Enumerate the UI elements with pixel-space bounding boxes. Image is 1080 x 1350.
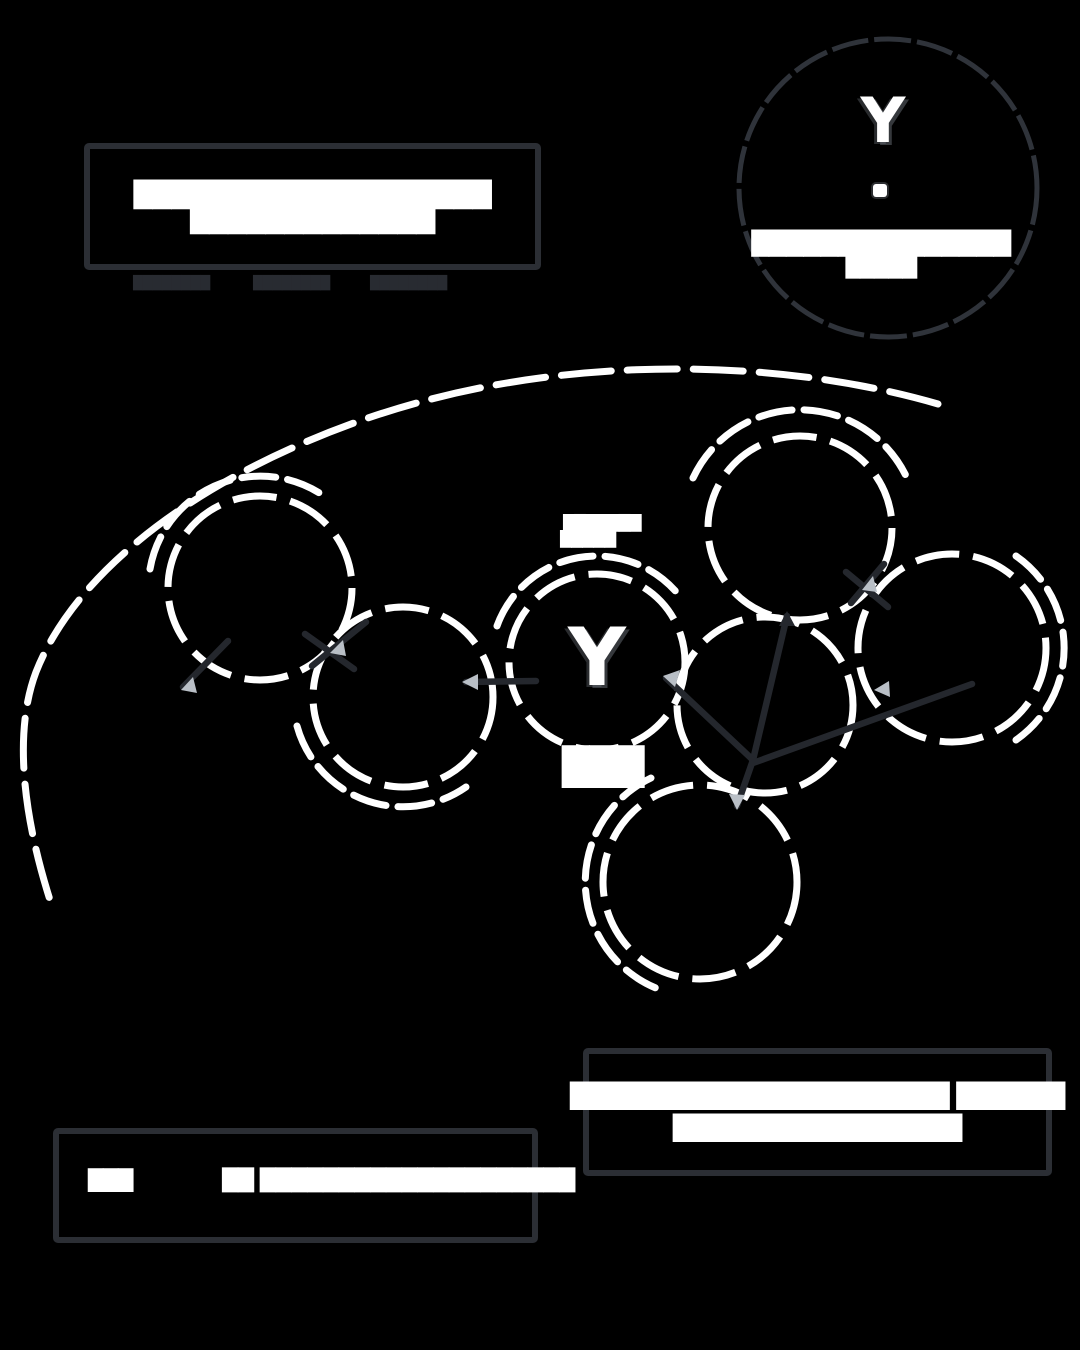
arrow-junction-left-b bbox=[301, 630, 358, 673]
cell-circle-bottom bbox=[599, 781, 801, 983]
arrow-hub-left bbox=[662, 674, 757, 764]
bubble-caption-line-1: ███████████████ bbox=[751, 231, 1011, 257]
cell-circle-right bbox=[854, 550, 1050, 746]
bubble-caption: ███████████████ █████ bbox=[731, 233, 1031, 278]
arrowhead-junction-left bbox=[330, 640, 346, 656]
arrowhead-hub-left bbox=[663, 670, 680, 687]
center-mini-label-line-2: █████ bbox=[560, 530, 616, 548]
center-circle-label: ███ bbox=[562, 747, 644, 788]
halo-arc-top-left bbox=[146, 472, 328, 573]
title-line-1: ███████████████████ bbox=[133, 179, 492, 209]
cell-circle-lower-left bbox=[309, 603, 497, 791]
arrowhead-outer-left bbox=[181, 677, 197, 693]
arrowhead-junction-topright bbox=[862, 576, 877, 592]
arrow-hub-up bbox=[749, 612, 791, 764]
square-dot-icon bbox=[873, 184, 887, 197]
caption-line-2: ████████████████ bbox=[673, 1114, 962, 1142]
title-box: ███████████████████ █████████████ bbox=[84, 143, 541, 270]
center-mini-label-line-1: ███████ bbox=[563, 514, 641, 532]
halo-arc-top-right bbox=[689, 406, 911, 482]
outer-boundary-arc bbox=[19, 365, 942, 904]
legend-prefix: ███ bbox=[88, 1168, 133, 1192]
subtitle-item-1: ████████ bbox=[133, 276, 210, 291]
arrowhead-hub-down bbox=[729, 794, 745, 810]
arrow-hub-right bbox=[749, 680, 976, 767]
halo-arc-bottom bbox=[581, 774, 665, 994]
caption-line-1: █████████████████████ ██████ bbox=[570, 1082, 1065, 1110]
antibody-y-icon-center: Y bbox=[568, 611, 626, 704]
antibody-y-icon-bubble: Y bbox=[860, 84, 906, 157]
halo-arc-right bbox=[1012, 552, 1068, 744]
cell-circle-middle-hub bbox=[673, 613, 857, 797]
annotation-bubble-outline bbox=[736, 36, 1040, 340]
caption-box: █████████████████████ ██████ ███████████… bbox=[570, 1048, 1065, 1176]
bubble-caption-line-2: █████ bbox=[845, 257, 917, 279]
arrowhead-hub-top bbox=[779, 611, 795, 626]
legend-box bbox=[53, 1128, 538, 1243]
arrowheads bbox=[181, 576, 890, 810]
subtitle-item-3: ████████ bbox=[370, 276, 447, 291]
subtitle-item-2: ████████ bbox=[253, 276, 330, 291]
title-line-2: █████████████ bbox=[190, 204, 435, 234]
arrow-outer-left bbox=[179, 637, 232, 691]
halo-arc-center bbox=[493, 552, 682, 630]
arrowhead-hub-right bbox=[874, 681, 890, 697]
arrowhead-horizontal bbox=[462, 674, 478, 690]
legend-text: ██ ████████████████████ bbox=[222, 1168, 575, 1192]
halo-arc-lower-left bbox=[293, 722, 470, 811]
cell-circle-top-left bbox=[164, 492, 356, 684]
cell-circle-top-right bbox=[704, 432, 896, 624]
